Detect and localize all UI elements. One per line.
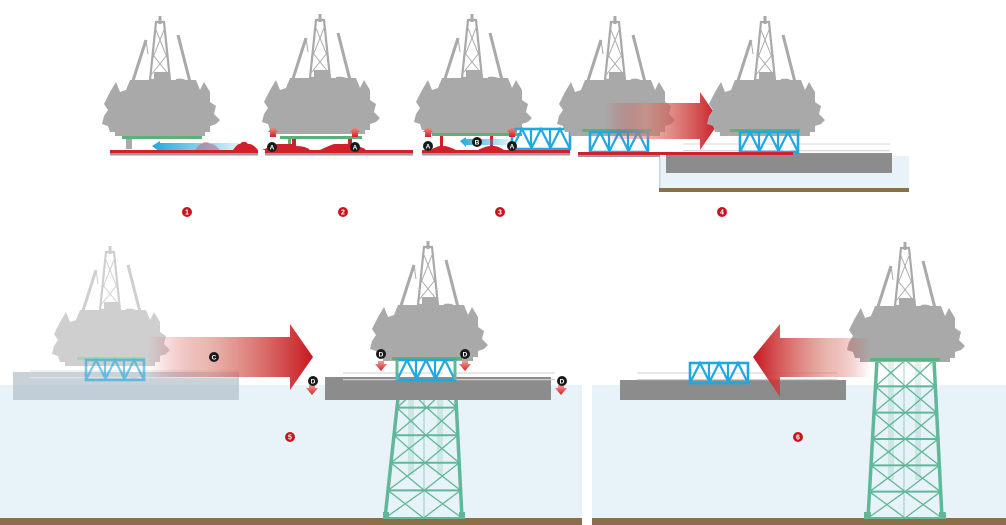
- lower-arrow-down: [555, 385, 567, 395]
- topside-base-beam: [122, 136, 202, 139]
- lower-arrow-down: [306, 385, 318, 395]
- platform-topside: [368, 239, 490, 363]
- lift-arrow-up: [350, 126, 360, 137]
- water: [592, 385, 1006, 519]
- callout-label-badge: A: [350, 142, 360, 152]
- callout-letter: A: [426, 143, 431, 150]
- quay: [110, 153, 258, 156]
- skid-rail: [422, 150, 570, 153]
- skid-rail: [110, 150, 258, 153]
- lift-arrow-up: [268, 126, 278, 137]
- callout-letter: D: [463, 351, 468, 358]
- callout-letter: B: [475, 139, 480, 146]
- step-number: 1: [185, 210, 189, 217]
- step-number-badge: 5: [285, 432, 295, 442]
- platform-topside: [260, 12, 382, 136]
- callout-letter: D: [311, 378, 316, 385]
- step-number-badge: 6: [793, 432, 803, 442]
- barge: [666, 153, 892, 173]
- step-number: 6: [796, 435, 800, 442]
- lift-arrow-up: [507, 126, 517, 137]
- seabed: [659, 188, 909, 192]
- callout-label-badge: A: [423, 141, 433, 151]
- step-2-scene: [260, 12, 413, 156]
- step-number: 3: [498, 210, 502, 217]
- lower-arrow-down: [459, 361, 471, 371]
- support-leg: [126, 139, 132, 149]
- callout-letter: C: [212, 354, 217, 361]
- step-number-badge: 2: [338, 207, 348, 217]
- step-4-scene: [555, 14, 909, 192]
- callout-label-badge: D: [460, 349, 470, 359]
- lower-arrow-down: [375, 361, 387, 371]
- callout-letter: D: [379, 351, 384, 358]
- step-number: 2: [341, 210, 345, 217]
- move-arrow-left: [753, 324, 870, 397]
- platform-topside: [100, 14, 222, 138]
- barge: [325, 377, 551, 400]
- topside-base-beam: [280, 136, 362, 139]
- callout-letter: A: [353, 144, 358, 151]
- barge: [620, 380, 846, 400]
- step-number-badge: 3: [495, 207, 505, 217]
- callout-label-badge: C: [209, 352, 219, 362]
- quay: [422, 153, 570, 156]
- step-5-scene: [0, 239, 582, 525]
- lift-arrow-up: [423, 126, 433, 137]
- skid-shoe-arrow: [152, 141, 245, 152]
- callout-label-badge: B: [472, 137, 482, 147]
- callout-label-badge: D: [376, 349, 386, 359]
- skid-rail: [265, 150, 413, 153]
- step-1-scene: [100, 14, 258, 156]
- step-number-badge: 1: [182, 207, 192, 217]
- skid-shoe-arrow: [460, 137, 512, 147]
- water: [0, 385, 582, 519]
- jacket-structure: [383, 379, 465, 519]
- seabed: [0, 518, 582, 525]
- callout-letter: D: [560, 378, 565, 385]
- callout-letter: A: [510, 143, 515, 150]
- step-6-scene: [592, 240, 1006, 525]
- step-3-scene: [412, 12, 572, 156]
- jack-ghost: [195, 142, 220, 150]
- callout-label-badge: A: [507, 141, 517, 151]
- jack: [233, 142, 258, 150]
- transport-frame: [510, 127, 572, 151]
- callout-label-badge: D: [308, 376, 318, 386]
- topside-base-beam: [432, 133, 522, 136]
- callout-label-badge: D: [557, 376, 567, 386]
- move-arrow-right: [605, 92, 720, 150]
- jacket-structure: [864, 359, 946, 519]
- platform-topside-end: [705, 14, 827, 138]
- step-number-badge: 4: [717, 207, 727, 217]
- step-number: 4: [720, 210, 724, 217]
- step-number: 5: [288, 435, 292, 442]
- callout-letter: A: [270, 144, 275, 151]
- quay: [265, 153, 413, 156]
- move-arrow-right: [148, 324, 313, 390]
- seabed: [592, 518, 1006, 525]
- skid-rail: [578, 152, 793, 155]
- platform-topside: [412, 12, 534, 136]
- callout-label-badge: A: [267, 142, 277, 152]
